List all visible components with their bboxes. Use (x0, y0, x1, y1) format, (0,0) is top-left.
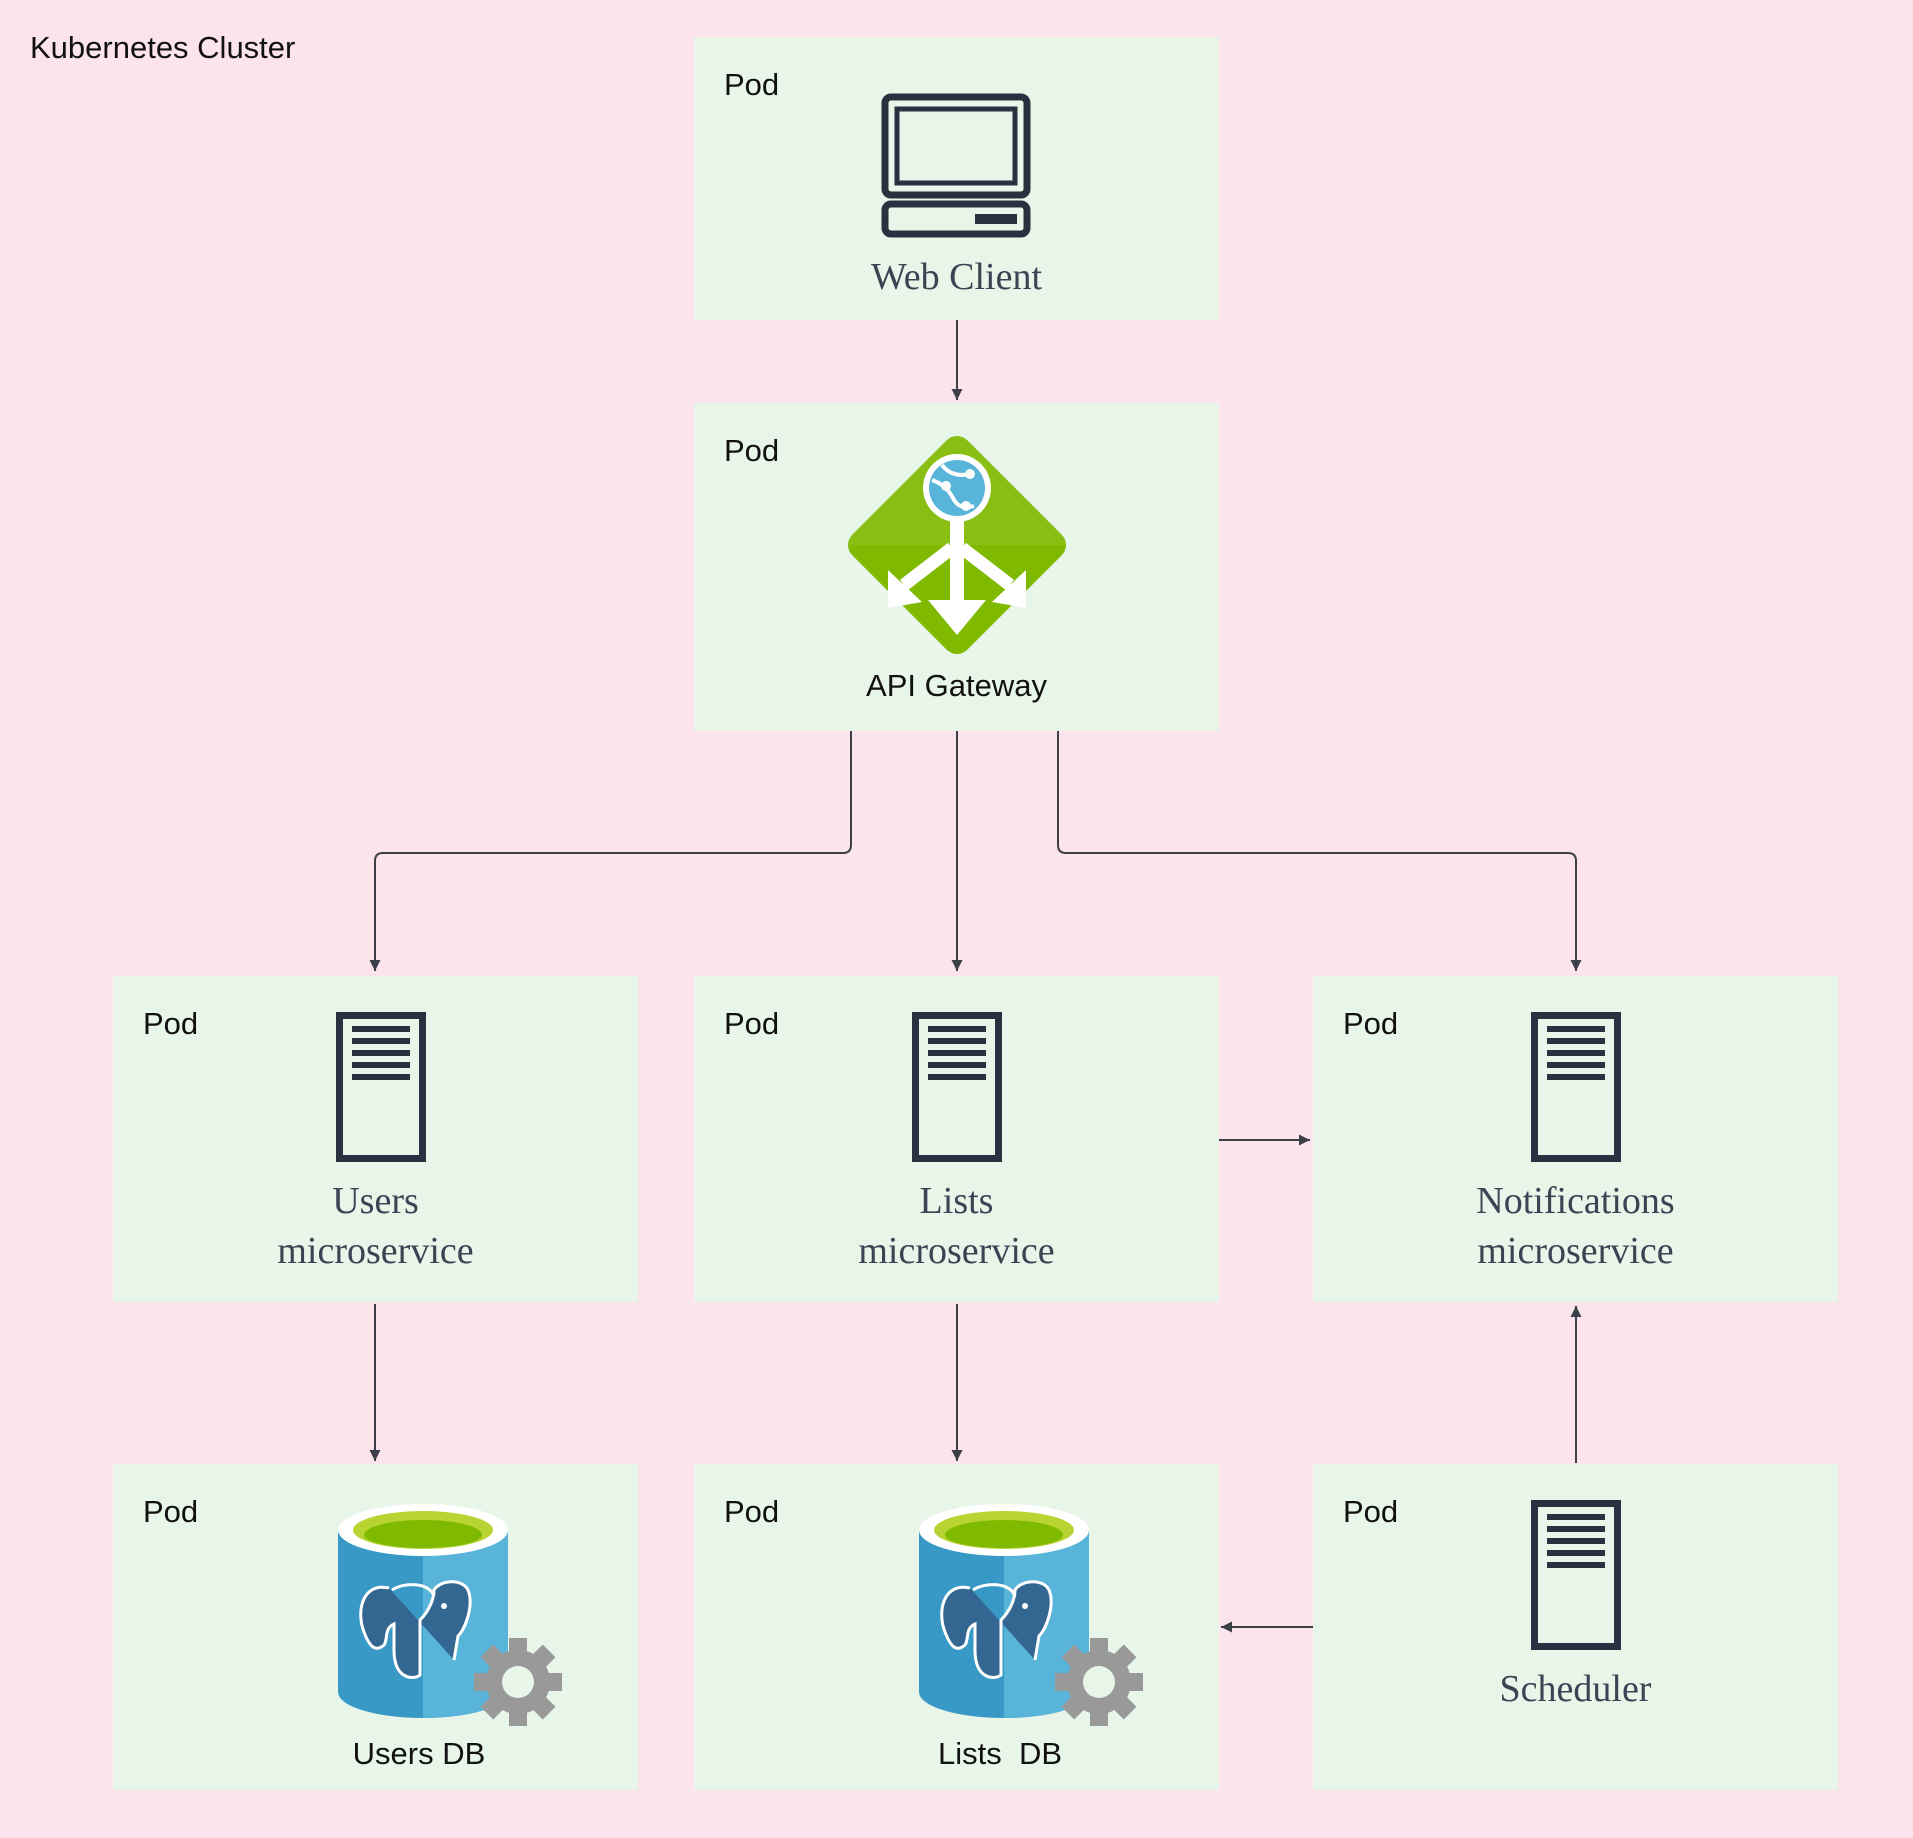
edge-gateway-to-users (369, 731, 852, 971)
gear-icon (474, 1638, 562, 1726)
computer-icon (881, 93, 1031, 238)
edge-gateway-to-notifications (1057, 731, 1582, 971)
users-service-label-line2: microservice (277, 1230, 474, 1272)
lists-service-label-line2: microservice (858, 1230, 1055, 1272)
users-db-label: Users DB (352, 1736, 486, 1771)
pod-api-gateway: Pod API Gateway (694, 403, 1219, 731)
notifications-service-label-line1: Notifications (1476, 1180, 1675, 1222)
api-gateway-label: API Gateway (866, 668, 1047, 703)
pod-label: Pod (724, 1006, 780, 1041)
pod-lists-db: Pod (694, 1464, 1219, 1790)
postgresql-database-icon (919, 1504, 1143, 1726)
server-icon (912, 1012, 1002, 1162)
pod-notifications-microservice: Pod Notifications microservice (1313, 976, 1838, 1302)
lists-db-label: Lists DB (937, 1736, 1063, 1771)
web-client-label: Web Client (870, 256, 1043, 298)
users-service-label-line1: Users (332, 1180, 419, 1222)
pod-label: Pod (1343, 1494, 1399, 1529)
pod-label: Pod (143, 1006, 199, 1041)
pod-scheduler: Pod Scheduler (1313, 1464, 1838, 1790)
server-icon (1531, 1012, 1621, 1162)
pod-web-client: Pod Web Client (694, 37, 1219, 320)
gear-icon (1055, 1638, 1143, 1726)
api-gateway-icon (848, 436, 1066, 654)
pod-label: Pod (724, 1494, 780, 1529)
pod-label: Pod (724, 67, 780, 102)
pod-label: Pod (1343, 1006, 1399, 1041)
scheduler-label: Scheduler (1499, 1668, 1652, 1710)
pod-label: Pod (724, 433, 780, 468)
cluster-label: Kubernetes Cluster (30, 30, 296, 65)
pod-lists-microservice: Pod Lists microservice (694, 976, 1219, 1302)
pod-label: Pod (143, 1494, 199, 1529)
lists-service-label-line1: Lists (919, 1180, 994, 1222)
pod-users-db: Pod (113, 1464, 638, 1790)
pod-users-microservice: Pod Users microservice (113, 976, 638, 1302)
postgresql-database-icon (338, 1504, 562, 1726)
notifications-service-label-line2: microservice (1477, 1230, 1674, 1272)
server-icon (336, 1012, 426, 1162)
server-icon (1531, 1500, 1621, 1650)
